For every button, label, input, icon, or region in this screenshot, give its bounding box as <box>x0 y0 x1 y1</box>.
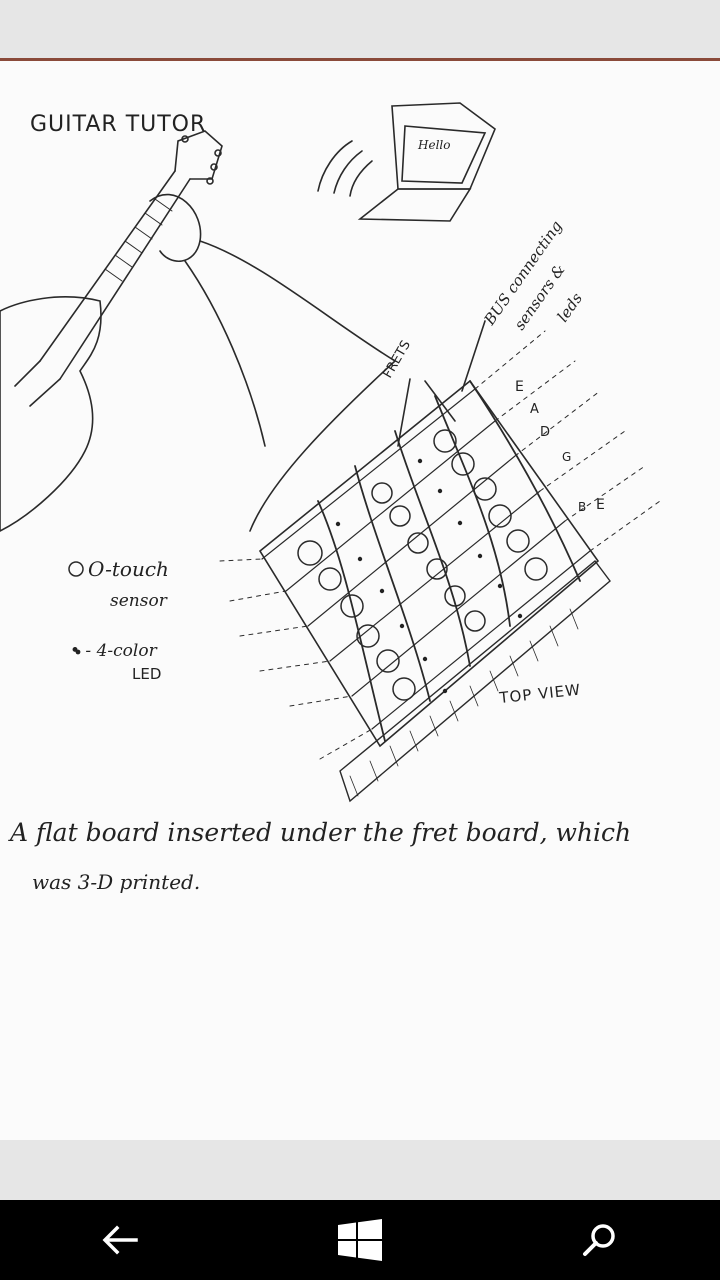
sketch-paper: GUITAR TUTOR Hello FRETS BUS connecting … <box>0 58 720 1140</box>
legend-touch-line2: sensor <box>110 591 168 611</box>
note-line1: A flat board inserted under the fret boa… <box>8 818 631 847</box>
legend-led-line2: LED <box>132 665 161 683</box>
search-button[interactable] <box>550 1200 650 1280</box>
windows-logo-icon <box>338 1219 382 1261</box>
string-label-3: D <box>540 425 550 440</box>
home-button[interactable] <box>310 1200 410 1280</box>
search-icon <box>582 1222 618 1258</box>
legend-touch-line1: O-touch <box>88 557 169 581</box>
string-label-1: E <box>515 379 524 395</box>
frets-label: FRETS <box>380 338 413 381</box>
laptop-screen-text: Hello <box>417 138 450 152</box>
sketch-title: GUITAR TUTOR <box>30 112 206 137</box>
guitar-body <box>0 297 101 531</box>
navigation-bar <box>0 1200 720 1280</box>
sketch-drawing: GUITAR TUTOR Hello FRETS BUS connecting … <box>0 61 720 1143</box>
note-line2: was 3-D printed. <box>32 870 200 894</box>
string-label-4: G <box>562 450 571 464</box>
string-label-2: A <box>530 402 539 417</box>
bus-label-line3: leds <box>554 289 587 325</box>
top-bar <box>0 0 720 58</box>
back-button[interactable] <box>70 1200 170 1280</box>
legend-led-line1: • - 4-color <box>70 641 158 661</box>
laptop-keyboard <box>360 189 470 221</box>
back-arrow-icon <box>102 1225 138 1255</box>
guitar-neck <box>40 171 190 379</box>
string-label-6: E <box>596 497 605 513</box>
string-label-5: B <box>578 500 586 514</box>
bottom-strip <box>0 1140 720 1200</box>
top-view-label: TOP VIEW <box>498 681 582 708</box>
